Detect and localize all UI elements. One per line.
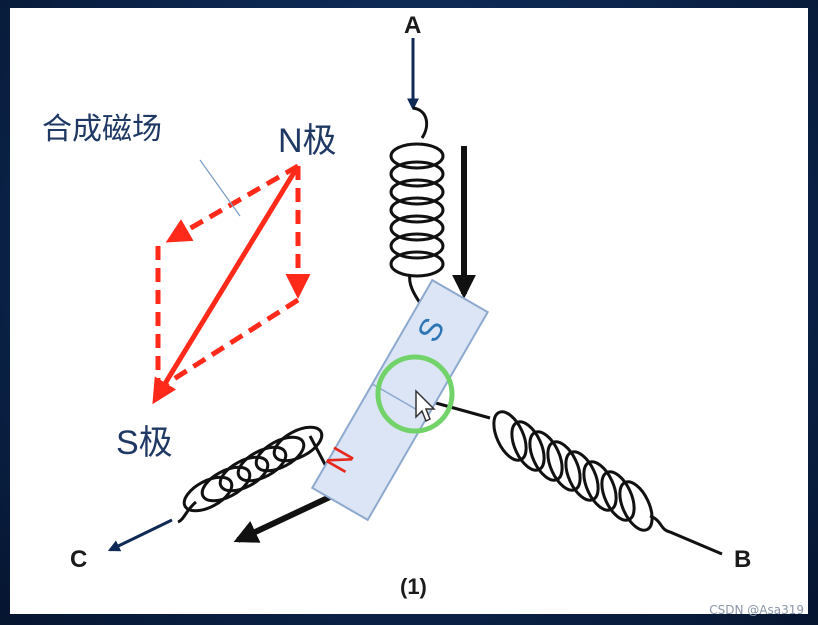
slide-canvas: S N A B C N极 S极 合成磁场 (1) <box>10 8 808 614</box>
lead-c <box>107 518 173 552</box>
resultant-field-vector <box>152 164 301 405</box>
three-phase-field-diagram: S N <box>107 38 723 556</box>
cursor-icon <box>415 389 436 423</box>
terminal-a-label: A <box>404 12 422 39</box>
bar-magnet <box>310 278 490 522</box>
coil-c <box>177 425 330 524</box>
terminal-c-label: C <box>70 546 88 573</box>
center-highlight-ring <box>375 354 455 434</box>
current-arrow-c <box>233 493 334 543</box>
s-pole-label: S极 <box>116 424 173 462</box>
coil-a <box>389 106 445 304</box>
figure-number-label: (1) <box>400 574 427 599</box>
coil-b <box>424 398 723 556</box>
watermark: CSDN @Asa319 <box>709 603 804 617</box>
resultant-callout-line <box>199 159 241 217</box>
field-parallelogram <box>155 163 311 387</box>
n-pole-label: N极 <box>278 122 337 160</box>
resultant-field-label: 合成磁场 <box>42 112 162 147</box>
terminal-b-label: B <box>734 546 752 573</box>
